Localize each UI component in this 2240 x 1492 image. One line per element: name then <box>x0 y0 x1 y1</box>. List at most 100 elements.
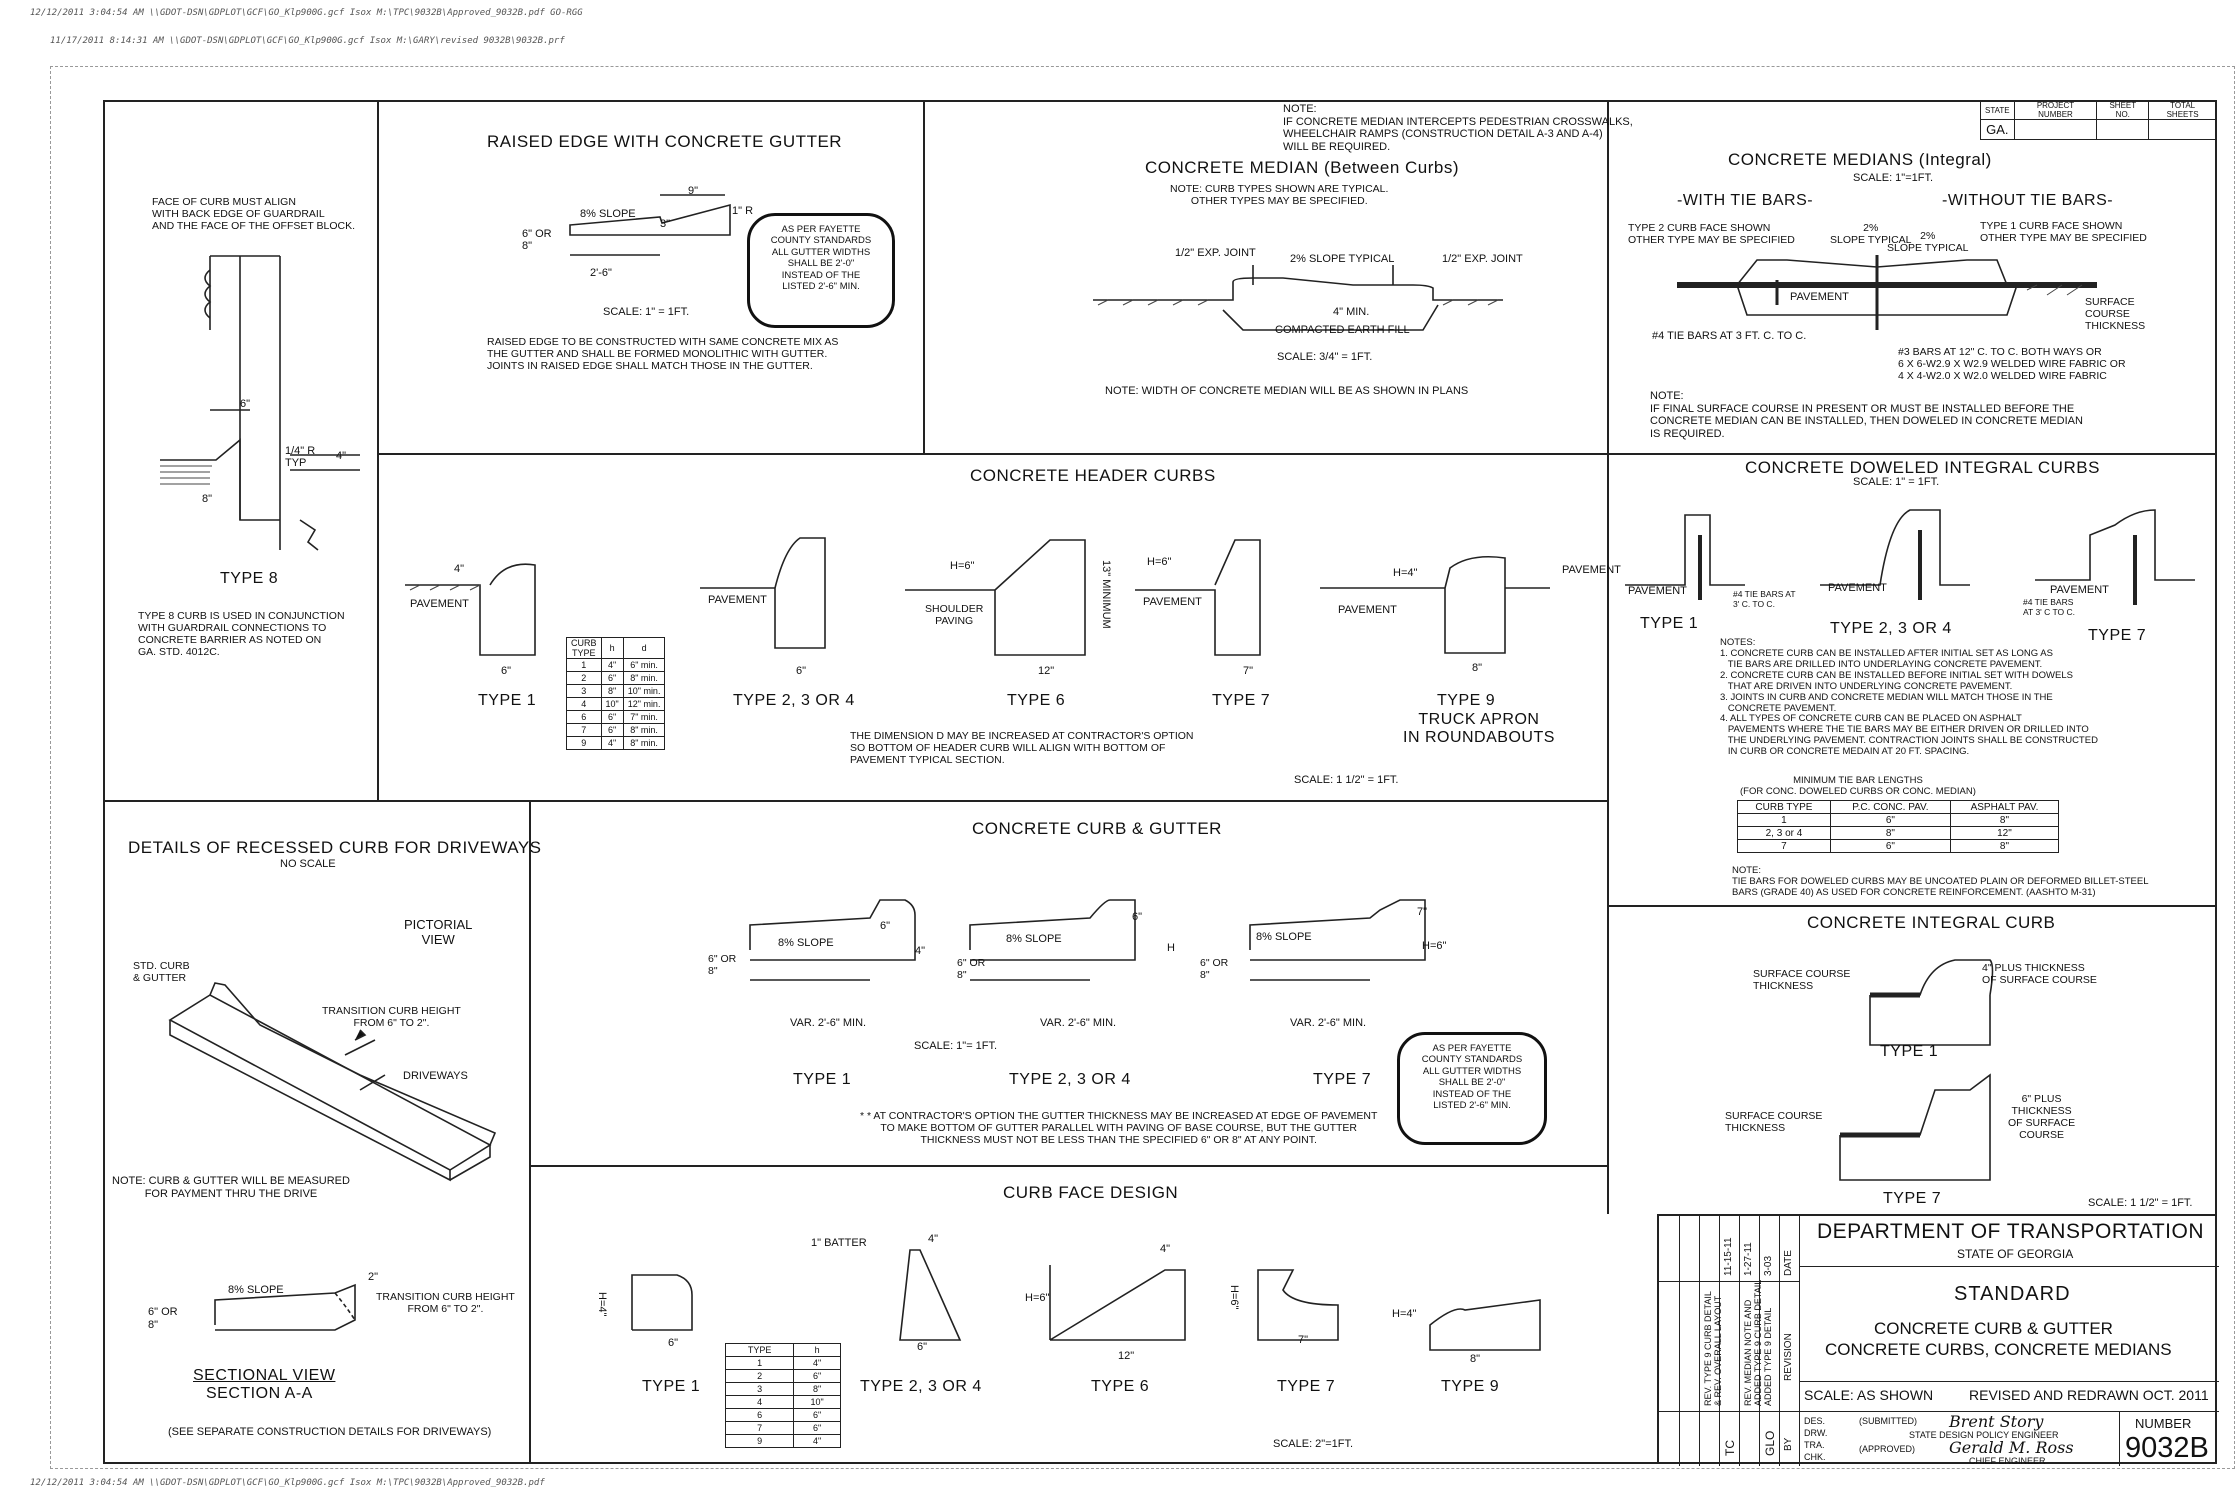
recessed-pictorial: PICTORIAL VIEW <box>404 917 473 947</box>
cg-h: h <box>1167 942 1175 954</box>
table-cell: 9 <box>566 736 602 750</box>
median-scale: SCALE: 3/4" = 1FT. <box>1277 351 1373 363</box>
cg-type7: TYPE 7 <box>1313 1071 1372 1088</box>
tie-bar-table: CURB TYPE P.C. CONC. PAV. ASPHALT PAV. 1… <box>1737 800 2060 853</box>
cf-type234-drawing <box>899 1249 962 1341</box>
cg-type234-drawing <box>969 899 1136 981</box>
hc-min13: 13" MINIMUM <box>1100 560 1112 629</box>
cg-dim6or8-2: 6" or 8" <box>957 957 986 982</box>
doweled-scale: SCALE: 1" = 1FT. <box>1853 476 1940 488</box>
cf-type9: TYPE 9 <box>1441 1378 1500 1395</box>
type8-dim-6: 6" <box>240 398 251 410</box>
table-header: TYPE <box>724 1343 795 1357</box>
table-cell: 10" <box>600 697 624 711</box>
doweled-type7-label: TYPE 7 <box>2088 627 2147 644</box>
divider <box>529 1165 1607 1167</box>
table-header: h <box>600 637 624 659</box>
table-cell: 2, 3 or 4 <box>1737 826 1831 840</box>
median-width-note: NOTE: WIDTH OF CONCRETE MEDIAN WILL BE A… <box>1105 385 1469 397</box>
raised-edge-title: RAISED EDGE WITH CONCRETE GUTTER <box>487 132 843 151</box>
table-cell: 10" <box>793 1395 841 1409</box>
cf-batter: 1" BATTER <box>811 1237 867 1249</box>
hc-h6-type6: h=6" <box>950 560 975 572</box>
cf-type7: TYPE 7 <box>1277 1378 1336 1395</box>
table-cell: 2 <box>724 1369 795 1383</box>
hc-type6: TYPE 6 <box>1007 692 1066 709</box>
cf-type1-drawing <box>631 1274 693 1331</box>
fayette-note-cloud: AS PER FAYETTE COUNTY STANDARDS ALL GUTT… <box>747 213 895 328</box>
tra-label: TRA. <box>1804 1440 1825 1450</box>
table-cell: 4 <box>724 1395 795 1409</box>
recessed-note: NOTE: CURB & GUTTER WILL BE MEASURED FOR… <box>112 1175 350 1200</box>
cf-h4: h=4" <box>596 1292 608 1317</box>
approved-label: (APPROVED) <box>1859 1444 1916 1454</box>
table-cell: 8" <box>793 1382 841 1396</box>
cf-type7-drawing <box>1257 1269 1339 1341</box>
bars3-note: #3 BARS AT 12" C. to C. BOTH WAYS OR 6 x… <box>1898 346 2126 383</box>
table-header: P.C. CONC. PAV. <box>1829 800 1951 814</box>
header-curb-type1 <box>405 563 536 656</box>
raised-edge-slope: 8% SLOPE <box>580 208 636 220</box>
table-header: CURB TYPE <box>566 637 602 659</box>
divider <box>529 800 531 1464</box>
revised-label: REVISED AND REDRAWN OCT. 2011 <box>1969 1387 2209 1403</box>
integral-type1-label: TYPE 1 <box>1880 1043 1939 1060</box>
des-label: DES. <box>1804 1416 1826 1426</box>
raised-edge-dim-6or8: 6" or 8" <box>522 228 552 252</box>
raised-edge-dim-3: 3" <box>660 218 671 230</box>
signature-policy-engineer: Brent Story <box>1949 1412 2044 1431</box>
hc-dim8: 8" <box>1472 662 1483 674</box>
signature-chief-engineer: Gerald M. Ross <box>1949 1438 2074 1457</box>
cf-dim8: 8" <box>1470 1353 1481 1365</box>
median-min-4: 4" MIN. <box>1333 306 1370 318</box>
recessed-section: SECTION A-A <box>206 1385 313 1402</box>
type8-dim-8: 8" <box>202 493 213 505</box>
raised-edge-dim-1r: 1" R <box>732 205 754 217</box>
median-exp-joint-right: 1/2" EXP. JOINT <box>1442 253 1523 265</box>
cg-slope-1: 8% SLOPE <box>778 937 834 949</box>
doweled-pavement-1: PAVEMENT <box>1628 585 1687 597</box>
hc-scale: SCALE: 1 1/2" = 1FT. <box>1294 774 1399 786</box>
tie-bar-table-title: MINIMUM TIE BAR LENGTHS (FOR CONC. DOWEL… <box>1740 775 1976 797</box>
median-integral-scale: SCALE: 1"=1FT. <box>1853 172 1934 184</box>
table-cell: 3 <box>724 1382 795 1396</box>
cg-dim6-1: 6" <box>880 920 891 932</box>
sheet-border-dashed <box>50 66 2235 1469</box>
hc-pavement-4: PAVEMENT <box>1338 604 1397 616</box>
recessed-dim2: 2" <box>368 1271 379 1283</box>
doweled-type1-label: TYPE 1 <box>1640 615 1699 632</box>
table-header: ASPHALT PAV. <box>1949 800 2060 814</box>
table-cell: 9 <box>724 1434 795 1448</box>
header-curb-type9 <box>1320 555 1550 654</box>
recessed-section-drawing <box>214 1283 356 1331</box>
plot-stamp-second: 11/17/2011 8:14:31 AM \\GDOT-DSN\GDPLOT\… <box>50 36 565 46</box>
plot-stamp-bottom: 12/12/2011 3:04:54 AM \\GDOT-DSN\GDPLOT\… <box>30 1478 545 1488</box>
plot-stamp-top: 12/12/2011 3:04:54 AM \\GDOT-DSN\GDPLOT\… <box>30 8 583 18</box>
table-cell: 6" <box>1829 813 1951 827</box>
integral-type7-label: TYPE 7 <box>1883 1190 1942 1207</box>
date-header: DATE <box>1783 1250 1794 1276</box>
doweled-type7 <box>2035 509 2195 605</box>
cf-type6-drawing <box>1049 1265 1186 1341</box>
doweled-title: CONCRETE DOWELED INTEGRAL CURBS <box>1745 458 2100 477</box>
cg-var-2: VAR. 2'-6" MIN. <box>1040 1017 1117 1029</box>
divider <box>103 800 1607 802</box>
median-integral-note: NOTE: IF FINAL SURFACE COURSE IN PRESENT… <box>1650 390 2083 440</box>
hc-note: THE DIMENSION d MAY BE INCREASED AT CONT… <box>850 730 1194 767</box>
doweled-pavement-3: PAVEMENT <box>2050 584 2109 596</box>
table-cell: 6" <box>793 1421 841 1435</box>
cf-dim6-1: 6" <box>668 1337 679 1349</box>
hc-type7: TYPE 7 <box>1212 692 1271 709</box>
slope-right: 2% SLOPE TYPICAL <box>1887 230 1969 255</box>
cf-type1: TYPE 1 <box>642 1378 701 1395</box>
recessed-std: STD. CURB & GUTTER <box>133 960 190 985</box>
table-cell: 6 <box>566 710 602 724</box>
integral-surface-1: SURFACE COURSE THICKNESS <box>1753 968 1851 993</box>
raised-edge-note: RAISED EDGE TO BE CONSTRUCTED WITH SAME … <box>487 336 839 373</box>
divider <box>923 100 925 453</box>
type8-drawing <box>160 255 360 551</box>
cf-dim4-6: 4" <box>1160 1243 1171 1255</box>
table-cell: 6" <box>600 710 624 724</box>
